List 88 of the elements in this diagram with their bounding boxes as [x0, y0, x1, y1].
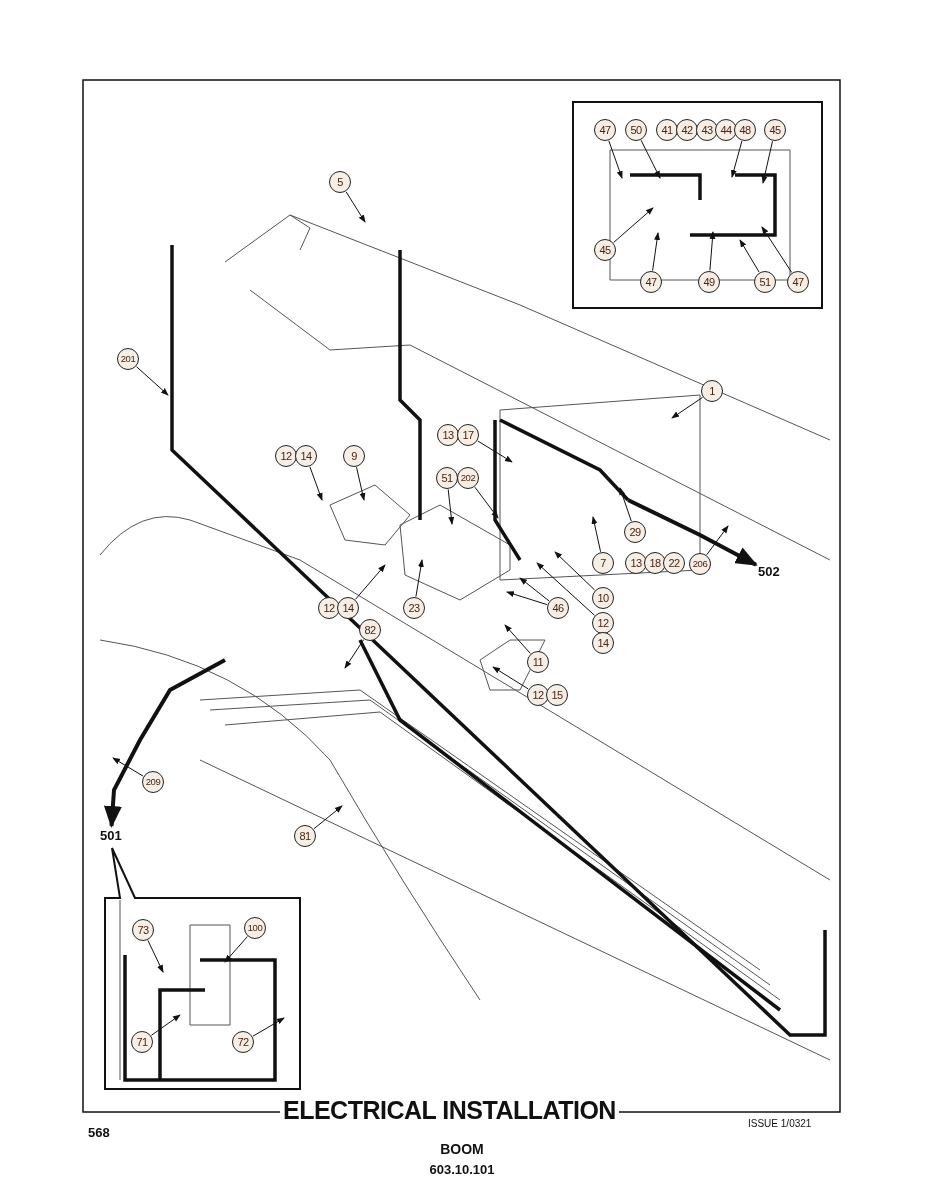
callout-number: 206: [689, 553, 711, 575]
leader-line: [147, 939, 164, 973]
leader-line: [739, 239, 760, 273]
callout-number: 50: [625, 119, 647, 141]
leader-line: [706, 525, 729, 556]
callout-number: 12: [275, 445, 297, 467]
leader-line: [519, 577, 550, 602]
cable-arrow: [103, 658, 226, 828]
leader-line: [224, 936, 248, 963]
callout-number: 72: [232, 1031, 254, 1053]
leader-line: [709, 231, 716, 271]
callout-number: 71: [131, 1031, 153, 1053]
leader-line: [492, 666, 529, 690]
leader-line: [640, 139, 661, 179]
callout-number: 17: [457, 424, 479, 446]
callout-number: 18: [644, 552, 666, 574]
callout-number: 43: [696, 119, 718, 141]
leader-line: [761, 140, 773, 184]
callout-number: 201: [117, 348, 139, 370]
leader-line: [150, 1014, 181, 1036]
page-number: 568: [88, 1125, 110, 1140]
callout-number: 29: [624, 521, 646, 543]
callout-number: 15: [546, 684, 568, 706]
callout-number: 202: [457, 467, 479, 489]
drawing-reference-number: 603.10.101: [429, 1162, 495, 1177]
leader-line: [730, 140, 743, 178]
leader-line: [309, 466, 323, 501]
callout-number: 5: [329, 171, 351, 193]
callout-number: 47: [594, 119, 616, 141]
leader-line: [613, 207, 654, 243]
callout-number: 51: [436, 467, 458, 489]
callout-number: 7: [592, 552, 614, 574]
callout-number: 47: [640, 271, 662, 293]
issue-number: ISSUE 1/0321: [748, 1118, 812, 1129]
callout-number: 22: [663, 552, 685, 574]
leader-line: [112, 757, 144, 777]
callout-number: 10: [592, 587, 614, 609]
leader-line: [761, 226, 793, 273]
callout-number: 81: [294, 825, 316, 847]
callout-number: 209: [142, 771, 164, 793]
leader-line: [415, 559, 424, 598]
callout-number: 41: [656, 119, 678, 141]
callout-number: 12: [527, 684, 549, 706]
leader-line: [619, 487, 632, 522]
callout-number: 23: [403, 597, 425, 619]
callout-number: 47: [787, 271, 809, 293]
callout-number: 13: [437, 424, 459, 446]
callout-number: 11: [527, 651, 549, 673]
leader-line: [554, 551, 596, 591]
callout-number: 46: [547, 597, 569, 619]
callout-number: 73: [132, 919, 154, 941]
callout-number: 9: [343, 445, 365, 467]
callout-number: 12: [592, 612, 614, 634]
leader-line: [252, 1017, 285, 1037]
leader-line: [477, 440, 513, 463]
leader-line: [536, 562, 595, 616]
callout-number: 42: [676, 119, 698, 141]
leader-line: [506, 591, 548, 606]
callout-number: 49: [698, 271, 720, 293]
callout-number: 45: [764, 119, 786, 141]
leader-line: [474, 486, 499, 519]
callout-number: 100: [244, 917, 266, 939]
callout-number: 51: [754, 271, 776, 293]
leader-line: [591, 516, 602, 553]
callout-number: 14: [337, 597, 359, 619]
leader-line: [356, 466, 366, 501]
cable-arrow: [627, 498, 758, 567]
callout-number: 82: [359, 619, 381, 641]
callout-number: 44: [715, 119, 737, 141]
leader-line: [345, 191, 366, 223]
callout-number: 13: [625, 552, 647, 574]
callout-number: 14: [592, 632, 614, 654]
wire-end-label: 501: [100, 828, 122, 843]
wire-end-label: 502: [758, 564, 780, 579]
callout-number: 12: [318, 597, 340, 619]
callout-number: 48: [734, 119, 756, 141]
leader-line: [344, 639, 365, 669]
callout-number: 1: [701, 380, 723, 402]
leader-line: [447, 488, 455, 525]
leader-line: [652, 232, 660, 272]
leader-line: [504, 624, 531, 654]
leader-line: [355, 564, 386, 600]
callout-number: 45: [594, 239, 616, 261]
leader-line: [136, 366, 169, 396]
leader-line: [671, 396, 703, 419]
leader-line: [313, 805, 343, 830]
callout-number: 14: [295, 445, 317, 467]
drawing-subtitle: BOOM: [440, 1141, 484, 1157]
